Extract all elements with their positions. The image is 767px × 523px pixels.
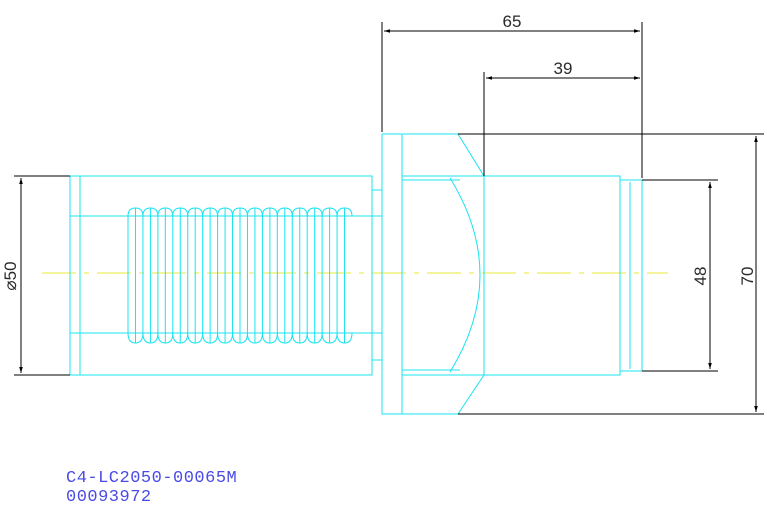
- dimension-dia50-label: ⌀50: [1, 261, 20, 290]
- serration-tooth: [306, 207, 323, 344]
- serration-tooth: [232, 207, 248, 344]
- part-number: C4-LC2050-00065M: [66, 469, 238, 488]
- serration-tooth: [321, 207, 338, 344]
- serration-tooth: [261, 207, 278, 344]
- dimension-39: 39: [483, 59, 640, 176]
- serration-tooth: [157, 207, 174, 344]
- flange-outline: [381, 133, 485, 415]
- serration-tooth: [187, 207, 204, 344]
- serration-tooth: [127, 207, 144, 344]
- dimension-70: 70: [458, 133, 764, 415]
- serration-tooth: [246, 207, 263, 344]
- item-code: 00093972: [66, 488, 152, 507]
- serration-group: [127, 207, 353, 344]
- serration-tooth: [142, 207, 159, 344]
- serration-tooth: [291, 207, 308, 344]
- serration-tooth: [276, 207, 293, 344]
- serration-tooth: [217, 207, 234, 344]
- serration-tooth: [202, 207, 219, 344]
- serration-tooth: [336, 207, 353, 344]
- shank-outline: [69, 175, 382, 376]
- dimension-65-label: 65: [503, 12, 522, 31]
- dimension-65: 65: [381, 12, 643, 178]
- dimension-dia50: ⌀50: [1, 175, 70, 376]
- serration-tooth: [172, 207, 189, 344]
- dimension-48-label: 48: [691, 267, 710, 286]
- dimension-48: 48: [642, 179, 718, 372]
- dimension-70-label: 70: [738, 267, 757, 286]
- dimension-39-label: 39: [554, 59, 573, 78]
- body-outline: [483, 175, 643, 376]
